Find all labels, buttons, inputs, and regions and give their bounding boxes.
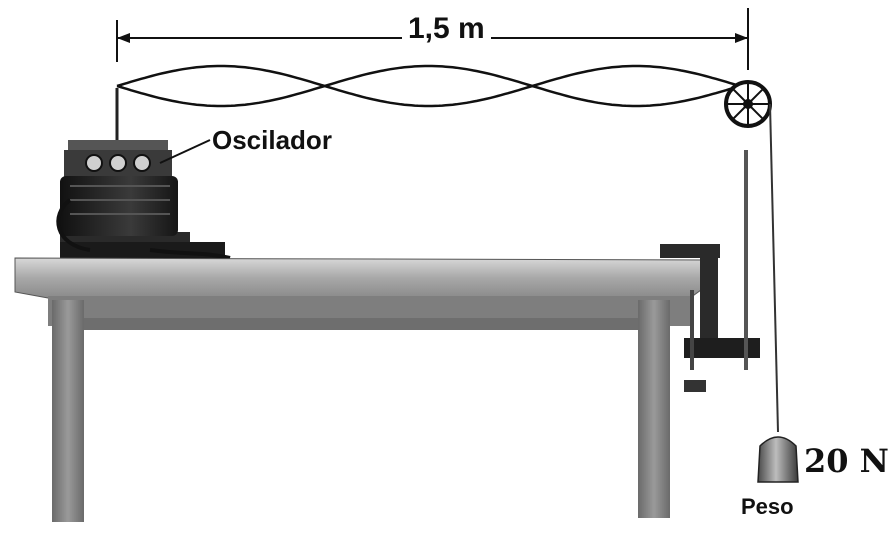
- pulley-clamp: [660, 150, 760, 392]
- oscillator-knob-center: [109, 154, 127, 172]
- hanging-weight: [757, 436, 799, 483]
- oscillator-knob-left: [85, 154, 103, 172]
- dimension-arrow-left: [117, 33, 130, 43]
- table-leg-right: [638, 300, 670, 518]
- pulley: [724, 80, 772, 128]
- table: [14, 257, 713, 522]
- standing-wave: [116, 64, 741, 108]
- oscillator: [56, 140, 231, 262]
- table-leg-left: [52, 300, 84, 522]
- wave-envelope-lower: [116, 64, 741, 108]
- force-label: 20 N: [804, 442, 889, 480]
- dimension-arrow-right: [735, 33, 748, 43]
- length-label: 1,5 m: [402, 12, 491, 46]
- table-top: [14, 257, 713, 299]
- oscillator-knob-right: [133, 154, 151, 172]
- oscillator-label: Oscilador: [212, 125, 332, 155]
- weight-label: Peso: [741, 494, 794, 519]
- wave-envelope-upper: [116, 64, 741, 108]
- hanging-string: [769, 103, 779, 433]
- oscillator-pointer: [159, 139, 211, 164]
